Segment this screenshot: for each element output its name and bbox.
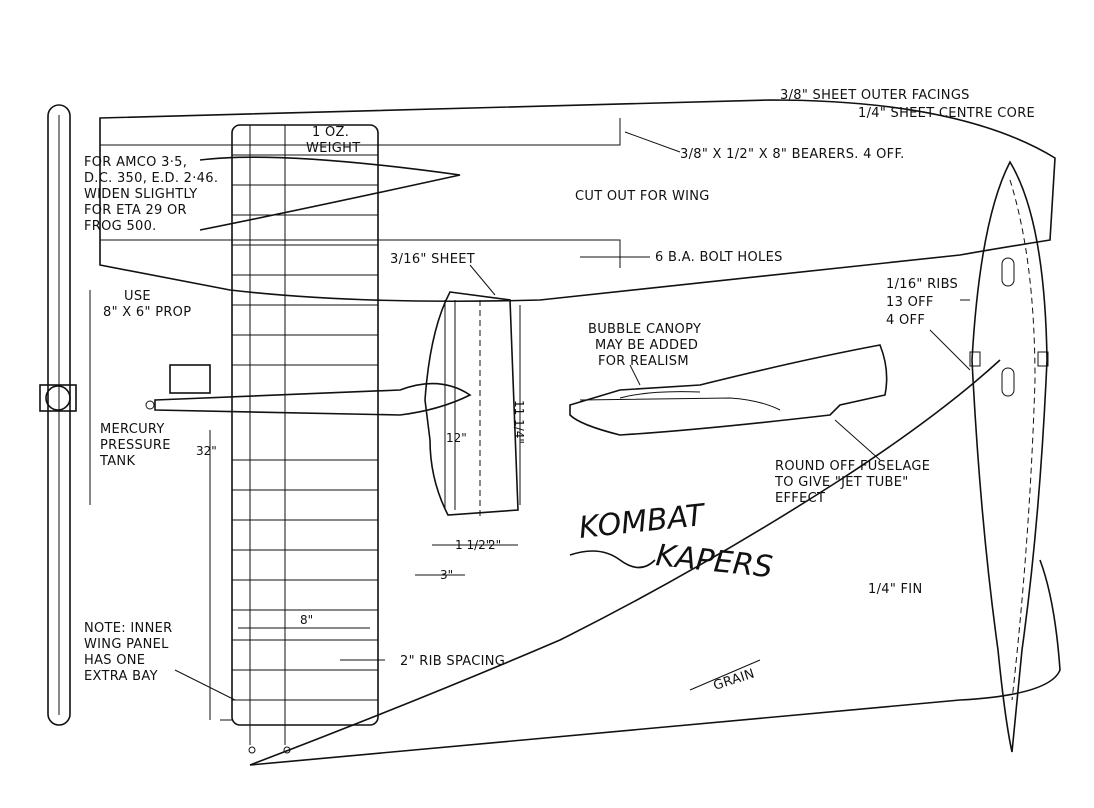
label-fin: 1/4" FIN (868, 582, 922, 597)
label-round-1: ROUND OFF FUSELAGE (775, 459, 930, 474)
label-ribs-1: 1/16" RIBS (886, 277, 958, 292)
dim-3: 3" (440, 568, 453, 582)
dim-8: 8" (300, 613, 313, 627)
title-kombat: KOMBAT (577, 498, 708, 546)
label-note-3: HAS ONE (84, 653, 145, 668)
label-use: USE (124, 289, 151, 304)
label-ribs-2: 13 OFF (886, 295, 934, 310)
label-cut-out: CUT OUT FOR WING (575, 189, 710, 204)
label-round-2: TO GIVE "JET TUBE" (774, 475, 909, 490)
label-grain: GRAIN (712, 666, 757, 693)
label-round-3: EFFECT (775, 491, 825, 506)
label-weight-2: WEIGHT (306, 141, 361, 156)
label-bolt-holes: 6 B.A. BOLT HOLES (655, 250, 783, 265)
label-centre-core: 1/4" SHEET CENTRE CORE (858, 106, 1035, 121)
label-mercury-3: TANK (99, 454, 135, 469)
label-mercury-1: MERCURY (100, 422, 165, 437)
label-prop: 8" X 6" PROP (103, 305, 191, 320)
label-canopy-1: BUBBLE CANOPY (588, 322, 701, 337)
title-swash (569, 550, 656, 569)
propeller-front-view (39, 104, 91, 726)
dim-2: 2" (488, 538, 501, 552)
label-engine-5: FROG 500. (84, 219, 157, 234)
dim-span: 32" (196, 444, 217, 458)
label-note-2: WING PANEL (84, 637, 169, 652)
label-canopy-2: MAY BE ADDED (595, 338, 698, 353)
label-bearers: 3/8" X 1/2" X 8" BEARERS. 4 OFF. (680, 147, 905, 162)
label-outer-facings: 3/8" SHEET OUTER FACINGS (780, 88, 970, 103)
wing-plan-view (209, 124, 379, 754)
label-engine-1: FOR AMCO 3·5, (84, 155, 187, 170)
fin-sheet-outline (99, 99, 1061, 766)
label-ribs-3: 4 OFF (886, 313, 925, 328)
label-engine-4: FOR ETA 29 OR (84, 203, 187, 218)
label-note-1: NOTE: INNER (84, 621, 172, 636)
label-canopy-3: FOR REALISM (598, 354, 689, 369)
fuselage-side-view (569, 344, 888, 436)
dimension-lines (238, 300, 521, 629)
label-weight-1: 1 OZ. (312, 125, 349, 140)
rib-section (969, 160, 1049, 753)
label-mercury-2: PRESSURE (100, 438, 171, 453)
leader-lines (174, 131, 971, 701)
title-kapers: KAPERS (654, 538, 774, 585)
dim-1-5: 1 1/2" (455, 538, 491, 552)
dim-tail-width: 11 1/4" (512, 400, 526, 444)
label-rib-spacing: 2" RIB SPACING (400, 654, 505, 669)
label-engine-2: D.C. 350, E.D. 2·46. (84, 171, 218, 186)
label-note-4: EXTRA BAY (84, 669, 158, 684)
label-engine-3: WIDEN SLIGHTLY (84, 187, 198, 202)
fuselage-plan-view (145, 291, 519, 520)
dim-tail-height: 12" (446, 431, 467, 445)
label-sheet-316: 3/16" SHEET (390, 252, 475, 267)
